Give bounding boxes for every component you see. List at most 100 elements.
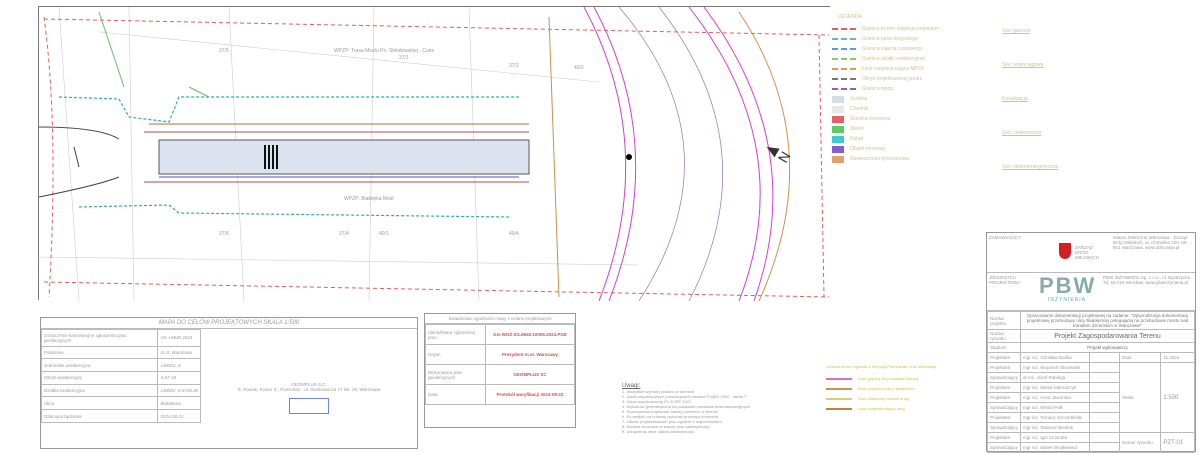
signature <box>1089 392 1121 403</box>
parcel-label: 37/1 <box>399 55 409 61</box>
parcel-label: 40/4 <box>509 231 519 237</box>
note-item: 8. Drzewa chronione w trakcie prac zabez… <box>622 424 711 429</box>
pbw-logo-sub: INŻYNIERIA <box>1047 297 1087 303</box>
certification-table: Świadectwo zgodności mapy z celami proje… <box>424 313 576 428</box>
note-item: 5. Rozwiązania projektowe należy przenie… <box>622 409 719 414</box>
legend-item: Granica mpzp <box>832 84 982 94</box>
legend-item-label: Kanał <box>850 136 863 142</box>
row-value: Protokół weryfikacji 2024-08-22 <box>485 384 575 405</box>
note-item: 2. Układ współrzędnych prostokątnych pła… <box>622 394 748 399</box>
role: Sprawdzający <box>986 442 1022 453</box>
stage-name: Projekt wykonawczy <box>1020 342 1195 353</box>
row-value: 146502_8 <box>157 358 201 373</box>
legend-line-swatch <box>832 58 856 60</box>
boundary-legend-item: Linia granicy na podstawie decyzji <box>826 374 982 384</box>
note-item: 7. Zakres projektowanych prac zgodnie z … <box>622 419 723 424</box>
legend-fill-swatch <box>832 95 844 103</box>
person-name: mgr inż. Igor Dziomba <box>1020 432 1091 443</box>
parcel-label: 40/1 <box>379 231 389 237</box>
signature <box>1089 372 1121 383</box>
person-name: dr inż. Józef Rabiega <box>1020 372 1091 383</box>
row-label: Organ <box>425 344 486 365</box>
legend-line-swatch <box>832 38 856 40</box>
site-plan-map[interactable]: N WPZP: Trasa Mostu Pn. Skłodowskiej - C… <box>38 6 831 302</box>
person-name: mgr inż. Tomasz Szczerbiński <box>1020 412 1091 423</box>
signature <box>1089 432 1121 443</box>
signature <box>1089 402 1121 413</box>
surveyor-company: GEOMPLUS S.C. <box>291 382 327 387</box>
map-label: WPZP: Białołęka Most <box>344 196 394 202</box>
investor-name: ZARZĄD DRÓG MIEJSKICH <box>1075 245 1100 260</box>
legend-fill-item: Nawierzchnia tymczasowa <box>832 154 982 164</box>
row-value: GK-I.6640.2024 <box>157 329 201 347</box>
pbw-logo: PBW INŻYNIERIA <box>1039 275 1095 308</box>
legend-item-label: Granica działki ewidencyjnej <box>862 56 925 62</box>
signature <box>1089 382 1121 393</box>
map-drawing: N WPZP: Trasa Mostu Pn. Skłodowskiej - C… <box>38 6 831 302</box>
row-value: 2024-08-22 <box>157 409 201 423</box>
signature <box>1089 362 1121 373</box>
legend-item: Granica terenu objętego projektem <box>832 24 982 34</box>
row-value: 146502_8.0718.36 <box>157 383 201 398</box>
survey-map-rows: Oznaczenie kancelaryjne zgłoszenia prac … <box>40 329 201 423</box>
legend-section-title: Sieć elektroenergetyczna <box>1002 164 1059 170</box>
legend-line-swatch <box>832 88 856 90</box>
project-label: Nazwa projektu <box>986 311 1022 330</box>
legend-fill-swatch <box>832 115 844 123</box>
person-name: mgr inż. Wojciech Olszewski <box>1020 362 1091 373</box>
legend-item-label: Granica mpzp <box>862 86 894 92</box>
row-value: GG-WOŻ-ZG.6640.10006.2024.PGE <box>485 324 575 345</box>
role: Projektant <box>986 362 1022 373</box>
legend-item-label: Chodnik <box>850 106 869 112</box>
boundary-legend-item: Linia rozgraniczająca dróg <box>826 404 982 414</box>
legend-fill-item: Chodnik <box>832 104 982 114</box>
title-block: ZAMAWIAJĄCY ZARZĄD DRÓG MIEJSKICH Miasto… <box>986 232 1196 453</box>
row-label: Ulica <box>40 396 159 411</box>
legend-fill-swatch <box>832 105 844 113</box>
parcel-label: 37/4 <box>339 231 349 237</box>
boundary-legend-label: Linia projektu wraz z przejściem <box>858 386 915 391</box>
boundary-legend-label: Linia granicy na podstawie decyzji <box>858 376 919 381</box>
boundary-legend-item: Linia zabudowy wzdłuż drogi <box>826 394 982 404</box>
row-value: Prezydent m.st. Warszawy <box>485 344 575 365</box>
notes-list: 1. Wszystkie wymiary podano w metrach.2.… <box>622 389 802 434</box>
legend-fill-swatch <box>832 135 844 143</box>
pedestrian-crossing-icon <box>264 145 278 169</box>
drawing-label: Nazwa rysunku <box>986 329 1022 343</box>
role: Sprawdzający <box>986 372 1022 383</box>
investor-info: Miasto Stołeczne Warszawa - Zarząd Dróg … <box>1113 235 1188 250</box>
note-item: 3. Układ wysokościowy PL-EVRF 2007. <box>622 399 693 404</box>
person-name: mgr inż. Tadeusz Bieniek <box>1020 422 1091 433</box>
boundary-legend-label: Linia zabudowy wzdłuż drogi <box>858 396 909 401</box>
boundary-caption: Granica terenu zgodnie z Decyzją Prezyde… <box>826 364 937 369</box>
row-label: Data sporządzenia <box>40 409 159 423</box>
date-label: Data <box>1119 352 1162 363</box>
legend-title: LEGENDA <box>838 14 862 20</box>
date-value: 11.2024 <box>1160 352 1195 363</box>
row-value: Białołęcka <box>157 396 201 411</box>
boundary-line-swatch <box>826 388 852 390</box>
row-label: Obręb ewidencyjny <box>40 371 159 385</box>
legend-item-label: Zieleń <box>850 126 864 132</box>
signature <box>1089 442 1121 453</box>
role: Projektant <box>986 352 1022 363</box>
parcel-label: 40/2 <box>574 65 584 71</box>
person-name: mgr inż. Witold Pułk <box>1020 402 1091 413</box>
legend-item-label: Nawierzchnia tymczasowa <box>850 156 909 162</box>
parcel-label: 37/6 <box>219 231 229 237</box>
legend-section-title: Kanalizacja <box>1002 96 1028 102</box>
scale-label: Skala <box>1119 362 1162 433</box>
legend-item-label: Linia rozgraniczająca MPZP <box>862 66 925 72</box>
boundary-legend-label: Linia rozgraniczająca dróg <box>858 406 905 411</box>
legend-item: Linia rozgraniczająca MPZP <box>832 64 982 74</box>
legend-item-label: Ścieżka rowerowa <box>850 116 891 122</box>
person-name: mgr inż. Marek Marmarzyk <box>1020 382 1091 393</box>
boundary-line-swatch <box>826 408 852 410</box>
